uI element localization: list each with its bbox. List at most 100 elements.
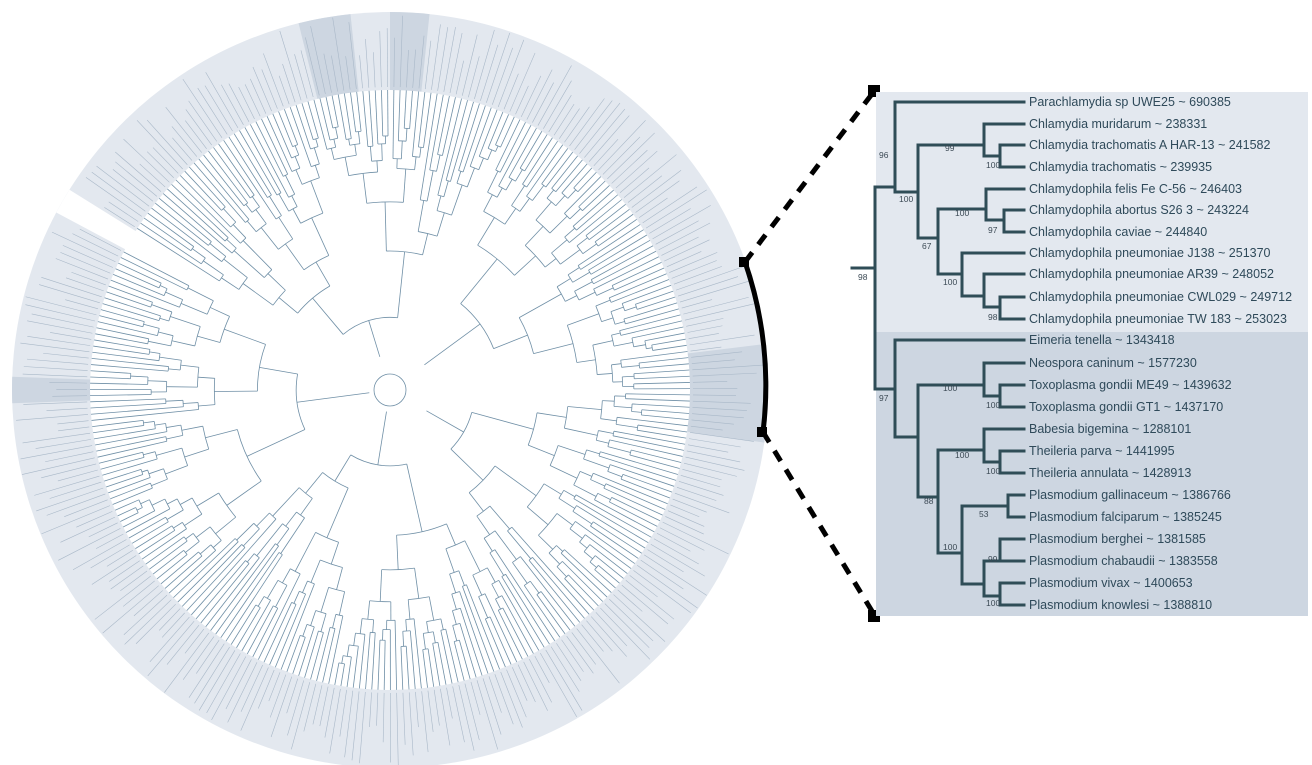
circular-branch bbox=[596, 439, 609, 444]
support-value: 98 bbox=[988, 312, 998, 322]
circular-branch bbox=[140, 499, 150, 505]
tip-label-mark bbox=[279, 30, 302, 101]
circular-branch bbox=[578, 291, 596, 301]
circular-branch bbox=[426, 621, 429, 633]
tip-label-mark bbox=[41, 277, 102, 298]
tip-label-mark bbox=[252, 66, 272, 112]
leaf-label: Chlamydia trachomatis ~ 239935 bbox=[1029, 160, 1212, 174]
leaf-label: Chlamydophila abortus S26 3 ~ 243224 bbox=[1029, 203, 1249, 217]
circular-branch bbox=[143, 451, 156, 456]
circular-branch bbox=[458, 570, 465, 586]
circular-branch bbox=[179, 175, 231, 228]
circular-branch bbox=[549, 465, 578, 479]
circular-branch bbox=[505, 574, 550, 645]
circular-branch bbox=[635, 304, 638, 310]
circular-branch bbox=[569, 199, 623, 243]
tip-label-mark bbox=[482, 678, 502, 735]
circular-branch bbox=[181, 544, 243, 607]
tip-label-mark bbox=[691, 359, 735, 364]
tip-label-mark bbox=[135, 603, 176, 644]
circular-branch bbox=[614, 321, 625, 325]
circular-branch bbox=[392, 90, 395, 159]
tip-label-mark bbox=[494, 674, 514, 725]
circular-branch bbox=[446, 523, 456, 546]
tip-label-mark bbox=[46, 493, 106, 516]
circular-branch bbox=[98, 451, 143, 464]
circular-branch bbox=[91, 358, 169, 367]
circular-branch bbox=[600, 418, 617, 422]
circular-branch bbox=[452, 610, 457, 625]
tip-label-mark bbox=[194, 646, 230, 704]
tip-label-mark bbox=[300, 50, 314, 97]
circular-branch bbox=[489, 505, 510, 530]
tip-label-mark bbox=[692, 413, 744, 419]
circular-branch bbox=[592, 340, 613, 346]
tip-label-mark bbox=[692, 364, 765, 371]
circular-branch bbox=[494, 549, 556, 641]
circular-branch bbox=[164, 498, 171, 510]
tip-label-mark bbox=[686, 450, 741, 463]
circular-branch bbox=[580, 229, 644, 270]
circular-branch bbox=[283, 109, 299, 145]
tip-label-mark bbox=[57, 420, 89, 425]
circular-branch bbox=[644, 332, 685, 342]
circular-branch bbox=[151, 498, 166, 506]
tip-label-mark bbox=[564, 106, 590, 143]
circular-branch bbox=[355, 130, 362, 133]
circular-branch bbox=[191, 497, 203, 515]
circular-branch bbox=[158, 198, 212, 242]
tip-label-mark bbox=[399, 15, 403, 88]
tip-label-mark bbox=[240, 667, 269, 731]
circular-branch bbox=[328, 615, 344, 684]
circular-branch bbox=[368, 90, 374, 147]
tip-label-mark bbox=[286, 678, 299, 714]
circular-branch bbox=[200, 563, 250, 624]
circular-branch bbox=[203, 154, 245, 207]
tip-label-mark bbox=[688, 333, 719, 339]
circular-branch bbox=[191, 518, 277, 616]
circular-branch bbox=[318, 630, 324, 633]
circular-branch bbox=[280, 583, 315, 670]
tip-label-mark bbox=[669, 252, 718, 273]
circular-branch bbox=[236, 607, 261, 648]
tip-label-mark bbox=[376, 692, 379, 726]
circular-branch bbox=[518, 317, 534, 354]
circular-branch bbox=[419, 93, 438, 200]
tip-label-mark bbox=[607, 132, 655, 180]
circular-branch bbox=[520, 556, 576, 627]
tip-label-mark bbox=[685, 456, 745, 471]
tip-label-mark bbox=[269, 674, 287, 718]
circular-branch bbox=[158, 282, 162, 289]
circular-branch bbox=[112, 487, 153, 505]
circular-branch bbox=[184, 513, 203, 526]
circular-branch bbox=[407, 599, 411, 620]
circular-branch bbox=[296, 392, 370, 403]
tip-label-mark bbox=[595, 612, 628, 647]
tip-label-mark bbox=[122, 580, 155, 607]
circular-branch bbox=[586, 449, 600, 455]
tip-label-mark bbox=[653, 538, 699, 565]
circular-branch bbox=[639, 357, 689, 364]
circular-branch bbox=[326, 487, 349, 538]
circular-branch bbox=[100, 309, 145, 323]
circular-branch bbox=[90, 382, 148, 385]
leaf-label: Plasmodium gallinaceum ~ 1386766 bbox=[1029, 488, 1231, 502]
circular-branch bbox=[478, 157, 484, 170]
circular-branch bbox=[168, 550, 216, 594]
circular-branch bbox=[267, 580, 279, 599]
circular-branch bbox=[155, 202, 209, 246]
circular-branch bbox=[420, 199, 428, 202]
tip-label-mark bbox=[27, 336, 91, 346]
zoomed-tree: Parachlamydia sp UWE25 ~ 690385 Chlamydi… bbox=[850, 92, 1308, 616]
tip-label-mark bbox=[600, 607, 651, 660]
tip-label-mark bbox=[319, 686, 329, 727]
tip-label-mark bbox=[164, 632, 210, 693]
circular-branch bbox=[551, 252, 561, 265]
circular-branch bbox=[180, 364, 199, 368]
circular-branch bbox=[340, 663, 345, 687]
tip-label-mark bbox=[627, 175, 663, 203]
tip-label-mark bbox=[41, 463, 97, 479]
circular-branch bbox=[295, 104, 311, 150]
tip-label-mark bbox=[62, 245, 113, 268]
circular-branch bbox=[620, 478, 671, 499]
